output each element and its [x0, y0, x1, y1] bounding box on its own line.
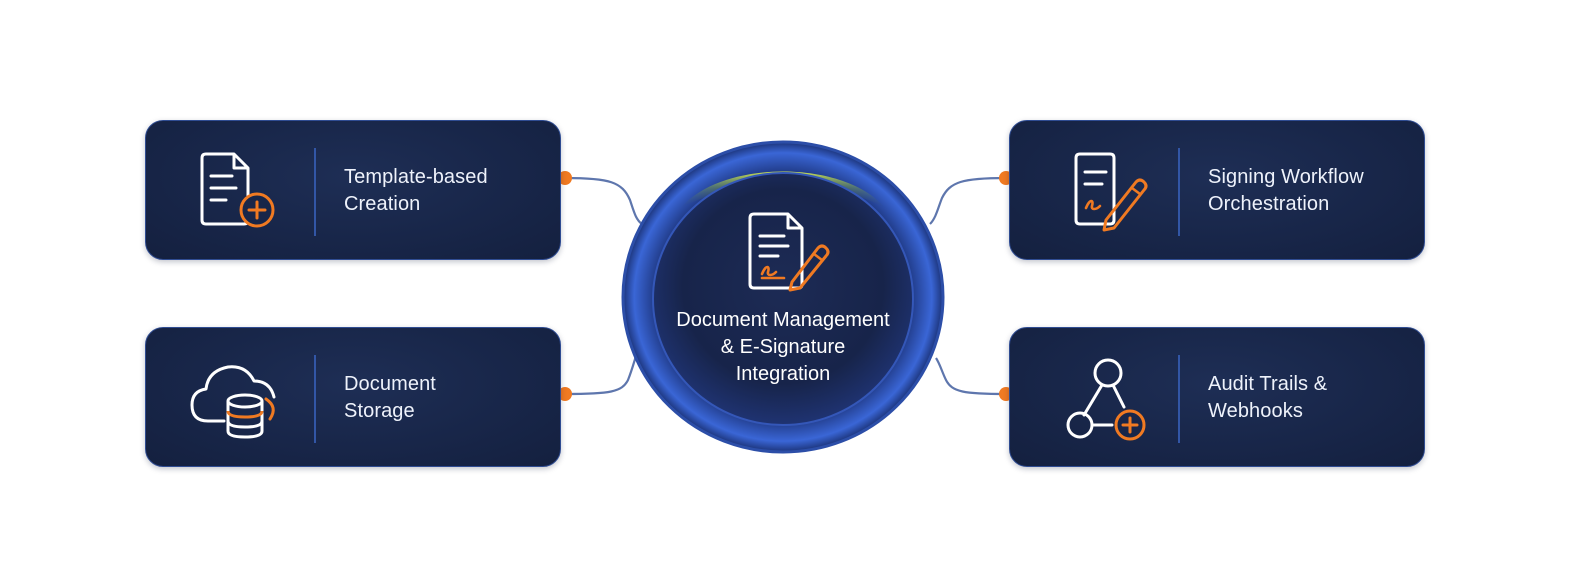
- feature-label-line: Webhooks: [1208, 400, 1303, 422]
- document-add-icon: [200, 152, 275, 228]
- feature-label-signing: Signing Workflow Orchestration: [1208, 121, 1413, 261]
- hub-title-line-3: Integration: [735, 363, 831, 385]
- card-divider: [314, 148, 316, 236]
- card-divider: [1178, 148, 1180, 236]
- feature-card-template: Template-based Creation: [145, 120, 561, 260]
- feature-label-template: Template-based Creation: [344, 121, 549, 261]
- feature-card-storage: Document Storage: [145, 327, 561, 467]
- webhook-add-icon: [1066, 358, 1146, 441]
- feature-label-line: Storage: [344, 400, 415, 422]
- feature-label-line: Audit Trails &: [1208, 373, 1328, 395]
- feature-label-audit: Audit Trails & Webhooks: [1208, 328, 1413, 468]
- hub-title-line-1: Document Management: [676, 309, 890, 331]
- cloud-database-icon: [190, 365, 276, 439]
- feature-card-audit: Audit Trails & Webhooks: [1009, 327, 1425, 467]
- connector-storage: [564, 355, 638, 396]
- document-pen-icon: [1074, 152, 1148, 232]
- connector-signing: [929, 176, 1007, 225]
- hub-inner-disc: [652, 172, 914, 426]
- feature-label-line: Template-based: [344, 166, 488, 188]
- feature-label-line: Signing Workflow: [1208, 166, 1364, 188]
- feature-label-line: Creation: [344, 193, 421, 215]
- card-divider: [314, 355, 316, 443]
- card-divider: [1178, 355, 1180, 443]
- document-signature-icon: [748, 212, 830, 292]
- feature-label-storage: Document Storage: [344, 328, 549, 468]
- connector-dot-template: [558, 171, 572, 185]
- feature-label-line: Document: [344, 373, 436, 395]
- hub-title-line-2: & E-Signature: [720, 336, 846, 358]
- feature-card-signing: Signing Workflow Orchestration: [1009, 120, 1425, 260]
- hub-circle: [621, 140, 945, 454]
- hub-glow: [680, 171, 886, 209]
- connector-dot-storage: [558, 387, 572, 401]
- connector-template: [564, 176, 643, 225]
- connector-audit: [935, 357, 1007, 396]
- hub-title: Document Management & E-Signature Integr…: [640, 307, 926, 388]
- feature-label-line: Orchestration: [1208, 193, 1330, 215]
